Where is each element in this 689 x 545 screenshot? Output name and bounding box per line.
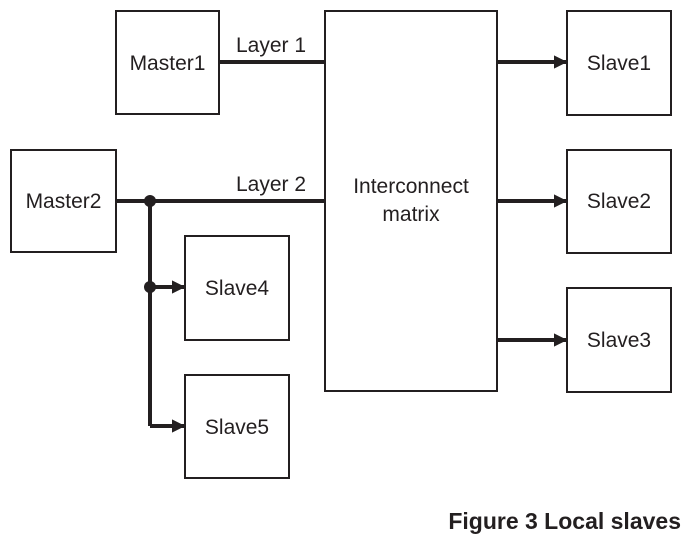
master2-block: Master2: [10, 149, 117, 253]
slave2-label: Slave2: [587, 190, 651, 213]
master1-label: Master1: [130, 52, 206, 75]
master2-label: Master2: [26, 190, 102, 213]
slave1-label: Slave1: [587, 52, 651, 75]
figure-caption: Figure 3 Local slaves: [448, 508, 681, 534]
interconnect-matrix-block: Interconnect matrix: [324, 10, 498, 392]
slave4-block: Slave4: [184, 235, 290, 341]
slave1-block: Slave1: [566, 10, 672, 116]
slave3-block: Slave3: [566, 287, 672, 393]
layer2-label: Layer 2: [236, 173, 306, 196]
slave2-block: Slave2: [566, 149, 672, 254]
slave5-label: Slave5: [205, 416, 269, 439]
slave5-block: Slave5: [184, 374, 290, 479]
master1-block: Master1: [115, 10, 220, 115]
layer1-label: Layer 1: [236, 34, 306, 57]
slave4-label: Slave4: [205, 277, 270, 300]
slave3-label: Slave3: [587, 329, 651, 352]
interconnect-label-line2: matrix: [382, 203, 440, 226]
junction-dot-master2: [144, 195, 156, 207]
interconnect-label-line1: Interconnect: [353, 175, 469, 198]
junction-dot-slave4: [144, 281, 156, 293]
